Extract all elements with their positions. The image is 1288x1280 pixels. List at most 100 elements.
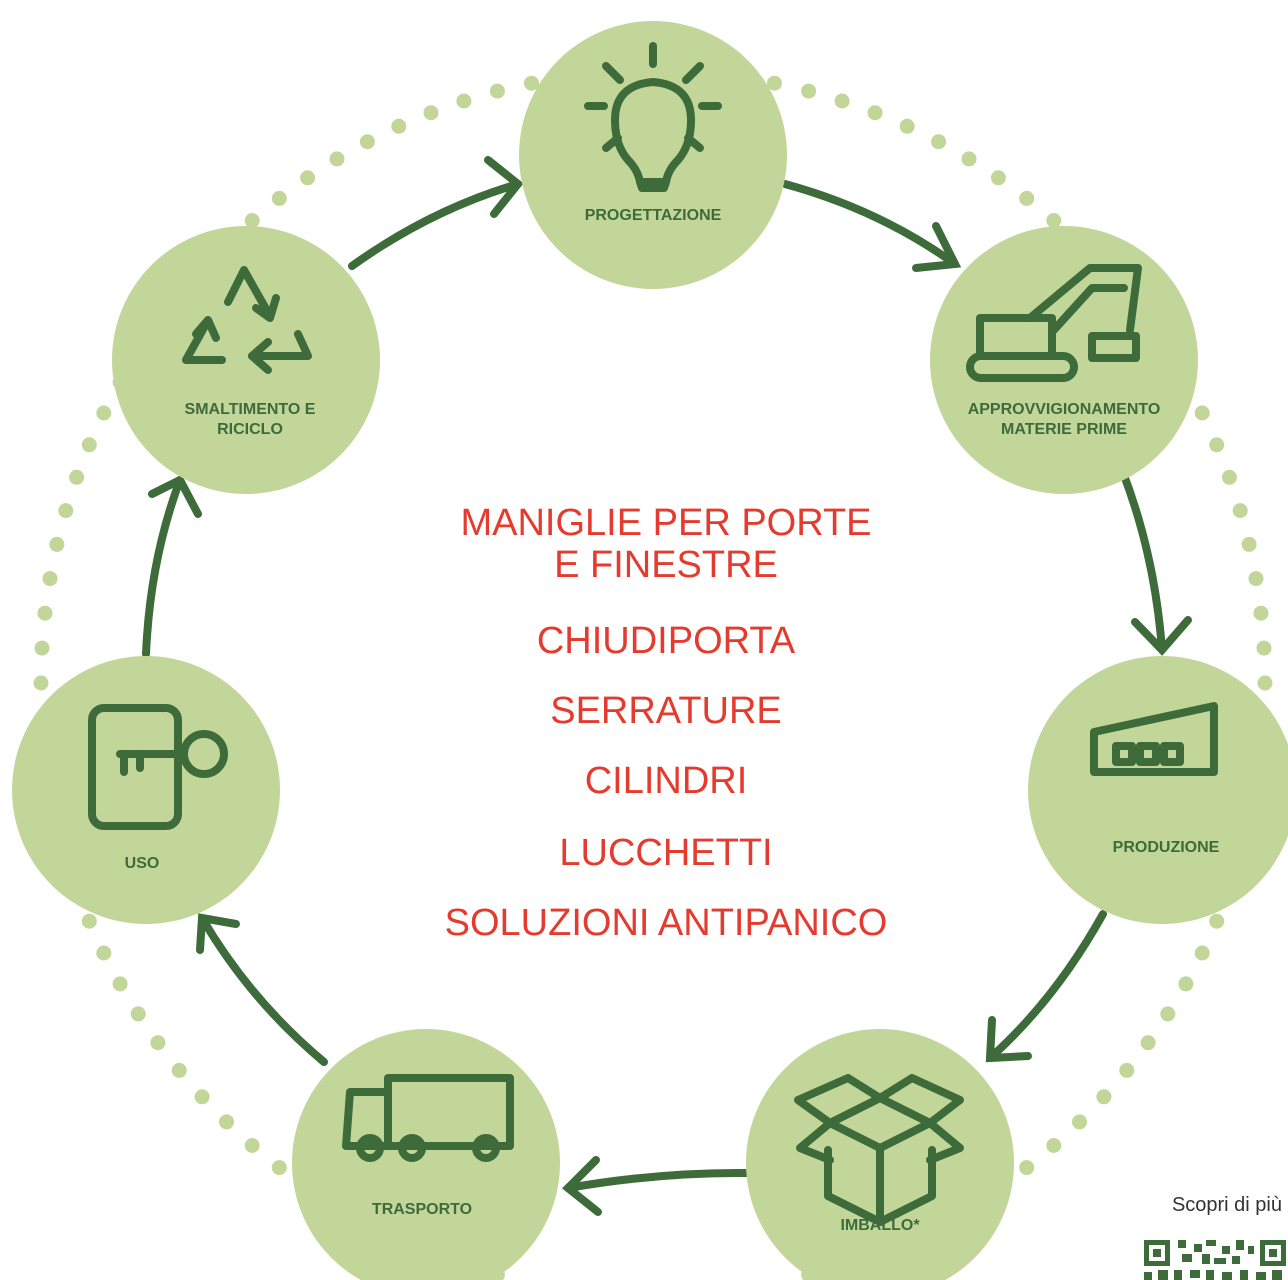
ring-dot: [300, 170, 316, 186]
arrowhead-uso: [196, 913, 240, 954]
product-soluzioni-antipanico: SOLUZIONI ANTIPANICO: [444, 902, 888, 944]
ring-dot: [801, 83, 817, 99]
arrowhead-smaltimento: [148, 474, 202, 518]
ring-dot: [150, 1035, 166, 1051]
arrowhead-trasporto: [562, 1156, 602, 1216]
ring-dot: [834, 93, 850, 109]
factory-icon: [1090, 702, 1218, 776]
ring-dot: [899, 118, 915, 134]
ring-dot: [329, 151, 345, 167]
ring-dot: [271, 1160, 287, 1176]
arrow-trasporto-to-uso: [198, 914, 328, 1066]
ring-dot: [1209, 437, 1225, 453]
ring-dot: [867, 105, 883, 121]
stage-label-produzione: PRODUZIONE: [1112, 839, 1220, 856]
ring-dot: [112, 976, 128, 992]
ring-dot: [1178, 976, 1194, 992]
ring-dot: [1256, 640, 1272, 656]
ring-dot: [58, 503, 74, 519]
stage-label-trasporto: TRASPORTO: [371, 1201, 473, 1218]
ring-dot: [42, 571, 58, 587]
ring-dot: [96, 945, 112, 961]
recycle-icon: [182, 266, 312, 374]
ring-dot: [219, 1114, 234, 1130]
stage-circle-trasporto: [292, 1029, 560, 1280]
truck-icon: [342, 1074, 514, 1162]
flow-arrows: [142, 156, 1192, 1216]
ring-dot: [391, 118, 407, 134]
arrow-smaltimento-to-progettazione: [348, 180, 522, 270]
product-chiudiporta: CHIUDIPORTA: [536, 620, 796, 662]
ring-dot: [359, 134, 375, 150]
ring-dot: [1140, 1035, 1156, 1051]
ring-dot: [1096, 1089, 1112, 1105]
stage-label-imballo: IMBALLO*: [840, 1217, 920, 1234]
arrow-imballo-to-trasporto: [564, 1168, 752, 1192]
ring-dot: [1253, 605, 1269, 621]
ring-dot: [990, 170, 1006, 186]
ring-dot: [244, 1138, 260, 1153]
ring-dot: [271, 190, 287, 206]
ring-dot: [34, 640, 50, 656]
ring-dot: [961, 151, 977, 167]
ring-dot: [33, 675, 49, 691]
ring-dot: [1257, 675, 1273, 691]
ring-dot: [1194, 945, 1210, 961]
ring-dot: [1241, 536, 1257, 552]
ring-dot: [81, 437, 97, 453]
arrow-uso-to-smaltimento: [142, 476, 184, 658]
stage-label-approvvigionamento: APPROVVIGIONAMENTO MATERIE PRIME: [967, 401, 1161, 438]
arrowhead-imballo: [985, 1016, 1032, 1063]
ring-dot: [1160, 1006, 1176, 1022]
ring-dot: [1221, 469, 1237, 485]
ring-dot: [423, 105, 439, 121]
ring-dot: [1046, 1138, 1062, 1153]
product-maniglie: MANIGLIE PER PORTE E FINESTRE: [460, 502, 872, 586]
arrow-approvvigionamento-to-produzione: [1118, 466, 1166, 654]
ring-dot: [37, 605, 53, 621]
ring-dot: [931, 134, 947, 150]
ring-dot: [49, 536, 65, 552]
ring-dot: [524, 75, 539, 91]
lightbulb-icon: [584, 42, 722, 192]
stage-circle-progettazione: [519, 21, 787, 289]
ring-dot: [1232, 503, 1248, 519]
stage-label-progettazione: PROGETTAZIONE: [584, 207, 722, 224]
arrow-produzione-to-imballo: [986, 910, 1107, 1062]
ring-dot: [456, 93, 472, 109]
ring-dot: [1248, 571, 1264, 587]
stage-label-uso: USO: [124, 855, 160, 872]
ring-dot: [1194, 405, 1210, 421]
ring-dot: [194, 1089, 210, 1105]
box-icon: [794, 1074, 964, 1226]
ring-dot: [130, 1006, 146, 1022]
ring-dot: [1209, 913, 1225, 929]
arrowhead-produzione: [1131, 616, 1192, 656]
product-serrature: SERRATURE: [550, 690, 782, 732]
ring-dot: [1019, 190, 1035, 206]
ring-dot: [1019, 1160, 1035, 1176]
arrowhead-approvvigionamento: [912, 222, 962, 272]
ring-dot: [81, 913, 97, 929]
ring-dot: [171, 1062, 187, 1078]
ring-dot: [96, 405, 112, 421]
stage-label-smaltimento: SMALTIMENTO E RICICLO: [184, 401, 316, 438]
qr-code-icon[interactable]: [1144, 1240, 1288, 1280]
ring-dot: [489, 83, 505, 99]
stage-circle-produzione: [1028, 656, 1288, 924]
scopri-di-piu-text: Scopri di più: [1171, 1194, 1282, 1216]
ring-dot: [1046, 213, 1062, 228]
stage-circle-smaltimento: [112, 226, 380, 494]
product-lucchetti: LUCCHETTI: [559, 832, 773, 874]
door-key-icon: [88, 704, 228, 830]
excavator-icon: [966, 264, 1142, 382]
ring-dot: [244, 213, 260, 228]
ring-dot: [1072, 1114, 1087, 1130]
stage-circle-uso: [12, 656, 280, 924]
ring-dot: [1119, 1062, 1135, 1078]
arrow-progettazione-to-approvvigionamento: [781, 180, 959, 268]
product-cilindri: CILINDRI: [584, 760, 748, 802]
ring-dot: [767, 75, 782, 91]
arrowhead-progettazione: [484, 156, 524, 218]
